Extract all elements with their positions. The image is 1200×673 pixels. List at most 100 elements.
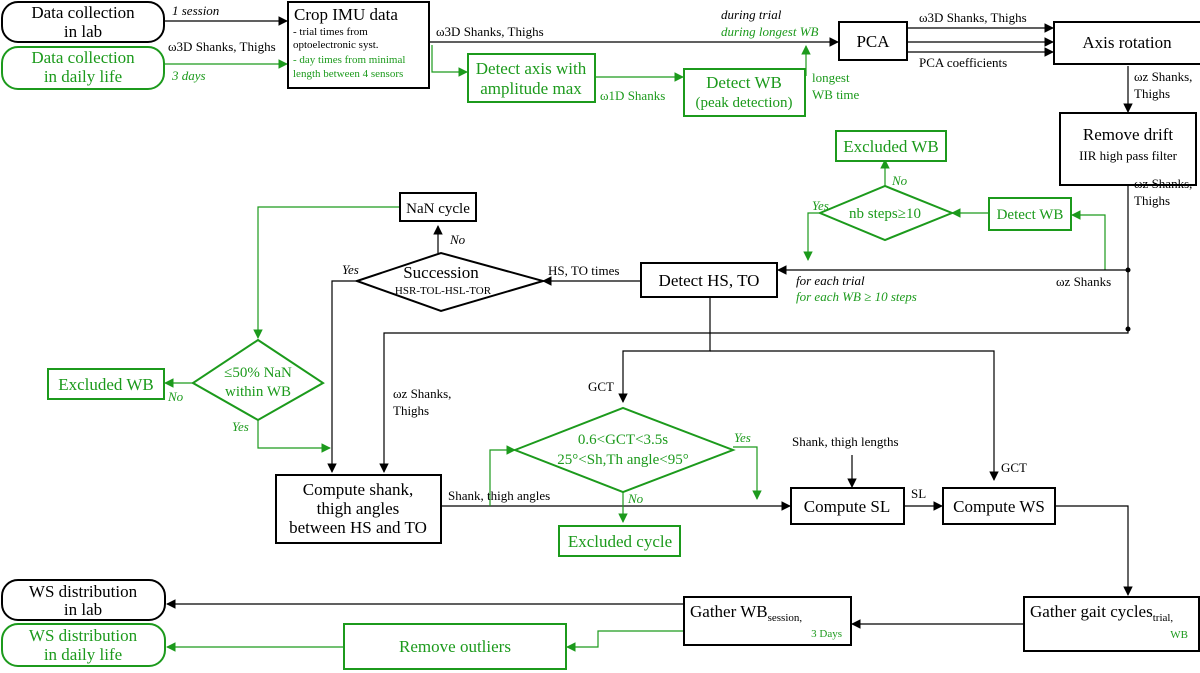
label-shank-thigh-angles: Shank, thigh angles: [448, 488, 550, 503]
ws-dist-lab-line1: WS distribution: [29, 582, 138, 601]
node-ws-distribution-daily-life: WS distribution in daily life: [1, 623, 166, 667]
label-omegaz-drift-2: Thighs: [1134, 193, 1170, 208]
label-omegaz-rotation-2: Thighs: [1134, 86, 1170, 101]
edge-succession-yes: [327, 280, 357, 473]
remove-drift-title: Remove drift: [1083, 125, 1173, 144]
node-compute-sl: Compute SL: [790, 487, 905, 525]
node-detect-hs-to: Detect HS, TO: [640, 262, 778, 298]
edge-gct-yes: [733, 446, 762, 500]
compute-ws-label: Compute WS: [953, 497, 1045, 516]
node-compute-ws: Compute WS: [942, 487, 1056, 525]
edge-angles-to-gct-check: [489, 445, 516, 506]
succession-title: Succession: [403, 263, 479, 282]
label-nb-steps-yes: Yes: [812, 198, 829, 213]
edge-gather-wb-to-outliers: [566, 630, 683, 652]
node-detect-wb: Detect WB: [988, 197, 1072, 231]
crop-line-1: - trial times from: [293, 26, 368, 38]
label-omegaz-drift-1: ωz Shanks,: [1134, 176, 1192, 191]
label-three-days: 3 days: [171, 68, 206, 83]
data-collection-life-line1: Data collection: [31, 48, 135, 67]
nan-cycle-label: NaN cycle: [406, 201, 470, 217]
edge-hs-to-ws: [710, 350, 999, 481]
edge-hs-to-gct: [618, 296, 711, 403]
edge-nan-cycle-to-pct: [253, 206, 400, 339]
label-succession-yes: Yes: [342, 262, 359, 277]
edge-omega-to-angles: [379, 329, 1129, 473]
connectors: [164, 16, 1133, 652]
nan-pct-line1: ≤50% NaN: [224, 365, 292, 381]
label-shank-thigh-lengths: Shank, thigh lengths: [792, 434, 899, 449]
remove-outliers-label: Remove outliers: [399, 637, 511, 656]
excluded-cycle-label: Excluded cycle: [568, 532, 672, 551]
gather-wb-label: Gather WBsession,: [690, 602, 802, 624]
data-collection-lab-line1: Data collection: [31, 3, 135, 22]
gather-gait-label: Gather gait cyclestrial,: [1030, 602, 1173, 624]
label-for-each-wb: for each WB ≥ 10 steps: [796, 289, 917, 304]
label-omegaz-angles-2: Thighs: [393, 403, 429, 418]
detect-hs-to-label: Detect HS, TO: [659, 271, 760, 290]
gather-wb-note: 3 Days: [811, 628, 842, 640]
label-one-session: 1 session: [172, 3, 219, 18]
ws-dist-life-line2: in daily life: [44, 645, 122, 664]
detect-axis-line2: amplitude max: [480, 79, 582, 98]
node-succession-decision: Succession HSR-TOL-HSL-TOR: [353, 251, 547, 313]
edge-nan-pct-yes: [257, 420, 331, 453]
excluded-wb-left-label: Excluded WB: [58, 375, 154, 394]
node-compute-angles: Compute shank, thigh angles between HS a…: [275, 474, 442, 544]
node-detect-wb-peak: Detect WB (peak detection): [683, 68, 806, 117]
label-omegaz-shanks: ωz Shanks: [1056, 274, 1111, 289]
node-remove-drift: Remove drift IIR high pass filter: [1059, 112, 1197, 186]
node-gct-angle-decision: 0.6<GCT<3.5s 25°<Sh,Th angle<95°: [512, 406, 736, 494]
edge-crop-to-detect-axis: [431, 45, 468, 77]
edge-labels: 1 session 3 days ω3D Shanks, Thighs ω3D …: [167, 3, 1192, 506]
node-nan-cycle: NaN cycle: [399, 192, 477, 222]
detect-axis-line1: Detect axis with: [476, 59, 587, 78]
label-during-longest-wb: during longest WB: [721, 24, 819, 39]
label-wb-time: WB time: [812, 87, 860, 102]
data-collection-lab-line2: in lab: [64, 22, 102, 41]
label-omega3d-crop: ω3D Shanks, Thighs: [436, 24, 544, 39]
node-excluded-wb-left: Excluded WB: [47, 368, 165, 400]
edge-ws-to-gather-gait: [1056, 505, 1133, 596]
compute-angles-line3: between HS and TO: [289, 518, 427, 537]
node-excluded-cycle: Excluded cycle: [558, 525, 681, 557]
node-data-collection-daily-life: Data collection in daily life: [1, 46, 165, 90]
detect-wb-label: Detect WB: [997, 207, 1064, 223]
crop-line-3: - day times from minimal: [293, 54, 405, 66]
label-gct: GCT: [588, 379, 614, 394]
node-crop-imu-data: Crop IMU data - trial times from optoele…: [287, 1, 430, 89]
label-for-each-trial: for each trial: [796, 273, 865, 288]
gct-check-line1: 0.6<GCT<3.5s: [578, 432, 668, 448]
label-sl: SL: [911, 486, 926, 501]
node-nan-percent-decision: ≤50% NaN within WB: [191, 338, 325, 422]
label-during-trial: during trial: [721, 7, 782, 22]
label-omega3d-pca: ω3D Shanks, Thighs: [919, 10, 1027, 25]
node-excluded-wb-top: Excluded WB: [835, 130, 947, 162]
excluded-wb-top-label: Excluded WB: [843, 137, 939, 156]
crop-line-4: length between 4 sensors: [293, 68, 403, 80]
data-collection-life-line2: in daily life: [44, 67, 122, 86]
label-hs-to-times: HS, TO times: [548, 263, 619, 278]
compute-sl-label: Compute SL: [804, 497, 890, 516]
node-pca: PCA: [838, 21, 908, 61]
compute-angles-line2: thigh angles: [317, 499, 400, 518]
node-axis-rotation: Axis rotation: [1053, 21, 1200, 65]
label-omegaz-angles-1: ωz Shanks,: [393, 386, 451, 401]
node-ws-distribution-lab: WS distribution in lab: [1, 579, 166, 621]
label-nb-steps-no: No: [891, 173, 908, 188]
node-nb-steps-decision: nb steps≥10: [817, 184, 955, 242]
gather-gait-note: WB: [1170, 629, 1188, 641]
detect-wb-peak-line2: (peak detection): [695, 95, 792, 111]
label-nan-pct-yes: Yes: [232, 419, 249, 434]
nan-pct-line2: within WB: [225, 384, 291, 400]
label-longest: longest: [812, 70, 850, 85]
ws-dist-life-line1: WS distribution: [29, 626, 138, 645]
label-pca-coefficients: PCA coefficients: [919, 55, 1007, 70]
node-gather-wb: Gather WBsession, 3 Days: [683, 596, 852, 646]
label-omegaz-rotation-1: ωz Shanks,: [1134, 69, 1192, 84]
node-gather-gait-cycles: Gather gait cyclestrial, WB: [1023, 596, 1200, 652]
detect-wb-peak-line1: Detect WB: [706, 73, 782, 92]
label-succession-no: No: [449, 232, 466, 247]
crop-line-2: optoelectronic syst.: [293, 39, 379, 51]
